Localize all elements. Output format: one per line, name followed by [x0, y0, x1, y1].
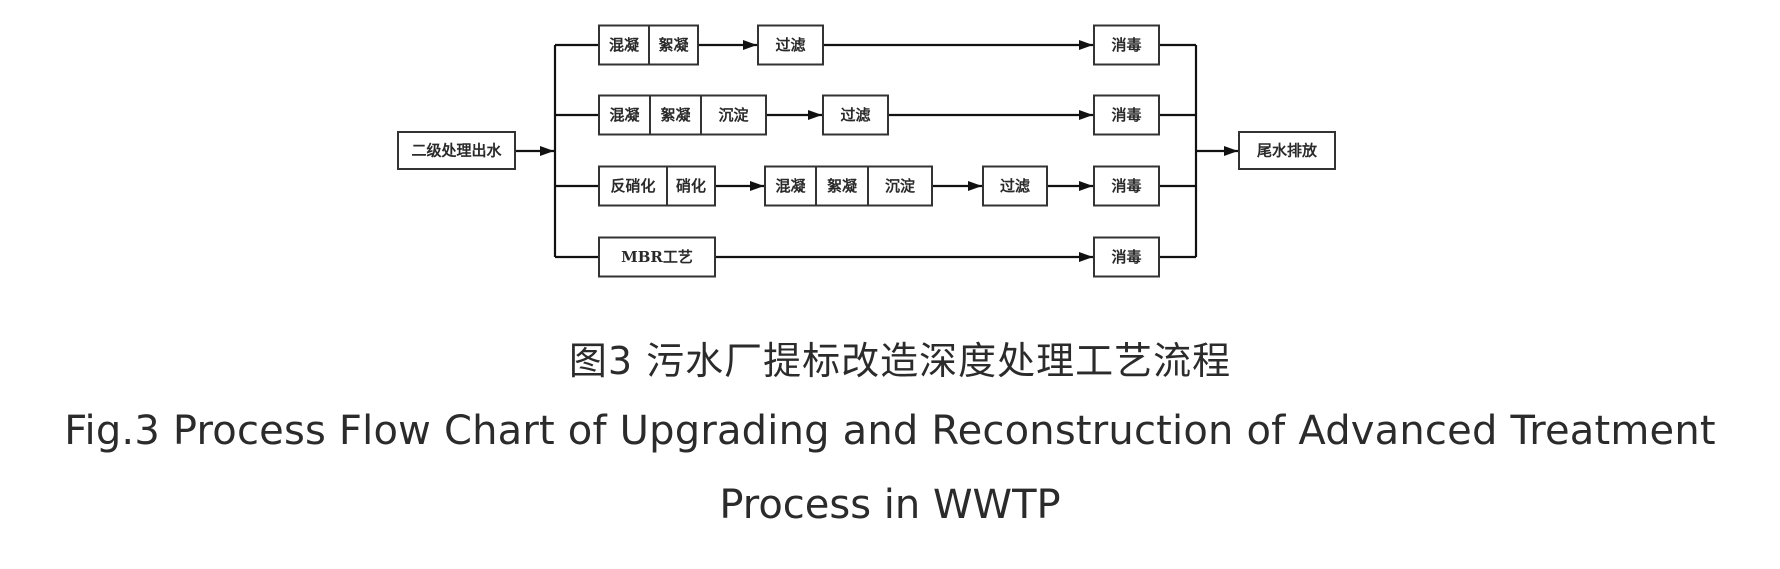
- process-flow-diagram: 二级处理出水尾水排放混凝絮凝过滤消毒混凝絮凝沉淀过滤消毒反硝化硝化混凝絮凝沉淀过…: [397, 24, 1336, 278]
- coagulation-label: 混凝: [609, 36, 640, 54]
- nitrification-label: 硝化: [676, 177, 706, 195]
- disinfection-label: 消毒: [1111, 248, 1141, 266]
- stage-filtration: 过滤: [982, 165, 1048, 207]
- stage-coagulation-flocculation-sedimentation: 混凝 絮凝 沉淀: [764, 165, 933, 207]
- process-nodes: 二级处理出水尾水排放混凝絮凝过滤消毒混凝絮凝沉淀过滤消毒反硝化硝化混凝絮凝沉淀过…: [397, 24, 1336, 278]
- stage-mbr-process: MBR工艺: [598, 236, 716, 278]
- arrowhead-icon: [1224, 146, 1238, 156]
- arrowhead-icon: [968, 181, 982, 191]
- arrowhead-icon: [750, 181, 764, 191]
- figure-caption-english-line-2: Process in WWTP: [719, 482, 1061, 528]
- arrowhead-icon: [1079, 40, 1093, 50]
- process-box: [598, 165, 716, 207]
- connectors: [515, 40, 1239, 262]
- arrowhead-icon: [540, 146, 554, 156]
- stage-disinfection: 消毒: [1093, 165, 1160, 207]
- process-box: [1093, 94, 1160, 136]
- disinfection-label: 消毒: [1111, 106, 1141, 124]
- stage-disinfection: 消毒: [1093, 94, 1160, 136]
- stage-filtration: 过滤: [822, 94, 889, 136]
- arrowhead-icon: [1079, 110, 1093, 120]
- disinfection-label: 消毒: [1111, 36, 1141, 54]
- tail-water-discharge-label: 尾水排放: [1257, 142, 1318, 160]
- stage-coagulation-flocculation: 混凝絮凝: [598, 24, 699, 66]
- flocculation-label: 絮凝: [660, 106, 691, 124]
- figure-caption-english-line-1: Fig.3 Process Flow Chart of Upgrading an…: [64, 408, 1716, 454]
- process-box: [1093, 24, 1160, 66]
- process-box: [822, 94, 889, 136]
- stage-disinfection: 消毒: [1093, 236, 1160, 278]
- process-box: [598, 94, 767, 136]
- process-box: [1093, 165, 1160, 207]
- secondary-effluent-label: 二级处理出水: [411, 142, 502, 160]
- sedimentation-label: 沉淀: [885, 177, 916, 195]
- stage-coagulation-flocculation-sedimentation: 混凝 絮凝 沉淀: [598, 94, 767, 136]
- process-box: [764, 165, 933, 207]
- coagulation-label: 混凝: [609, 106, 640, 124]
- stage-disinfection: 消毒: [1093, 24, 1160, 66]
- filtration-label: 过滤: [1000, 177, 1030, 195]
- arrowhead-icon: [1079, 252, 1093, 262]
- filtration-label: 过滤: [840, 106, 870, 124]
- source-node-secondary-effluent: 二级处理出水: [397, 131, 516, 170]
- arrowhead-icon: [1079, 181, 1093, 191]
- denitrification-label: 反硝化: [610, 177, 655, 195]
- process-box: [757, 24, 824, 66]
- stage-filtration: 过滤: [757, 24, 824, 66]
- stage-denitrification-nitrification: 反硝化 硝化: [598, 165, 716, 207]
- process-box: [598, 236, 716, 278]
- process-box: [1238, 131, 1336, 170]
- flocculation-label: 絮凝: [658, 36, 689, 54]
- process-box: [1093, 236, 1160, 278]
- figure-caption-chinese: 图3 污水厂提标改造深度处理工艺流程: [568, 339, 1232, 383]
- arrowhead-icon: [743, 40, 757, 50]
- process-box: [397, 131, 516, 170]
- filtration-label: 过滤: [775, 36, 805, 54]
- sink-node-tail-water-discharge: 尾水排放: [1238, 131, 1336, 170]
- coagulation-label: 混凝: [775, 177, 806, 195]
- arrowhead-icon: [808, 110, 822, 120]
- disinfection-label: 消毒: [1111, 177, 1141, 195]
- flocculation-label: 絮凝: [827, 177, 858, 195]
- mbr-process-label: MBR工艺: [621, 248, 693, 266]
- process-box: [982, 165, 1048, 207]
- sedimentation-label: 沉淀: [718, 106, 749, 124]
